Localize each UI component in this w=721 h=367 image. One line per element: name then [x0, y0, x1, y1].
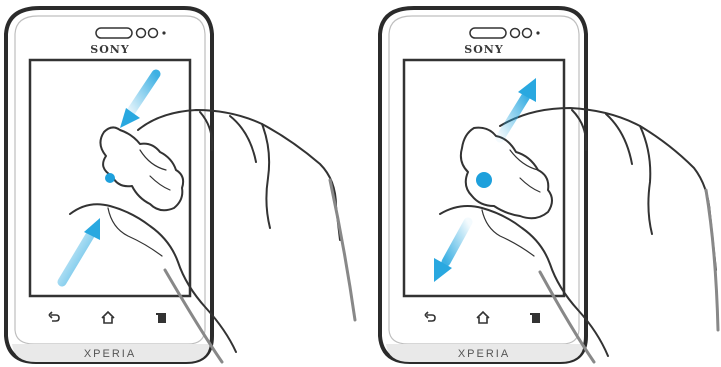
sensor-3: [162, 31, 165, 34]
brand-logo: SONY: [464, 43, 503, 56]
sensor-1: [511, 29, 520, 38]
sensor-2: [523, 29, 532, 38]
touch-point: [476, 172, 492, 188]
model-logo: XPERIA: [84, 348, 136, 360]
touch-point: [105, 173, 115, 183]
sensor-3: [536, 31, 539, 34]
earpiece-speaker: [470, 28, 506, 38]
model-logo: XPERIA: [458, 348, 510, 360]
sensor-1: [137, 29, 146, 38]
sensor-2: [149, 29, 158, 38]
earpiece-speaker: [96, 28, 132, 38]
phone-pinch-in: SONY XPERIA: [6, 8, 355, 362]
phone-spread-out: SONY XPERIA: [380, 8, 718, 362]
brand-logo: SONY: [90, 43, 129, 56]
